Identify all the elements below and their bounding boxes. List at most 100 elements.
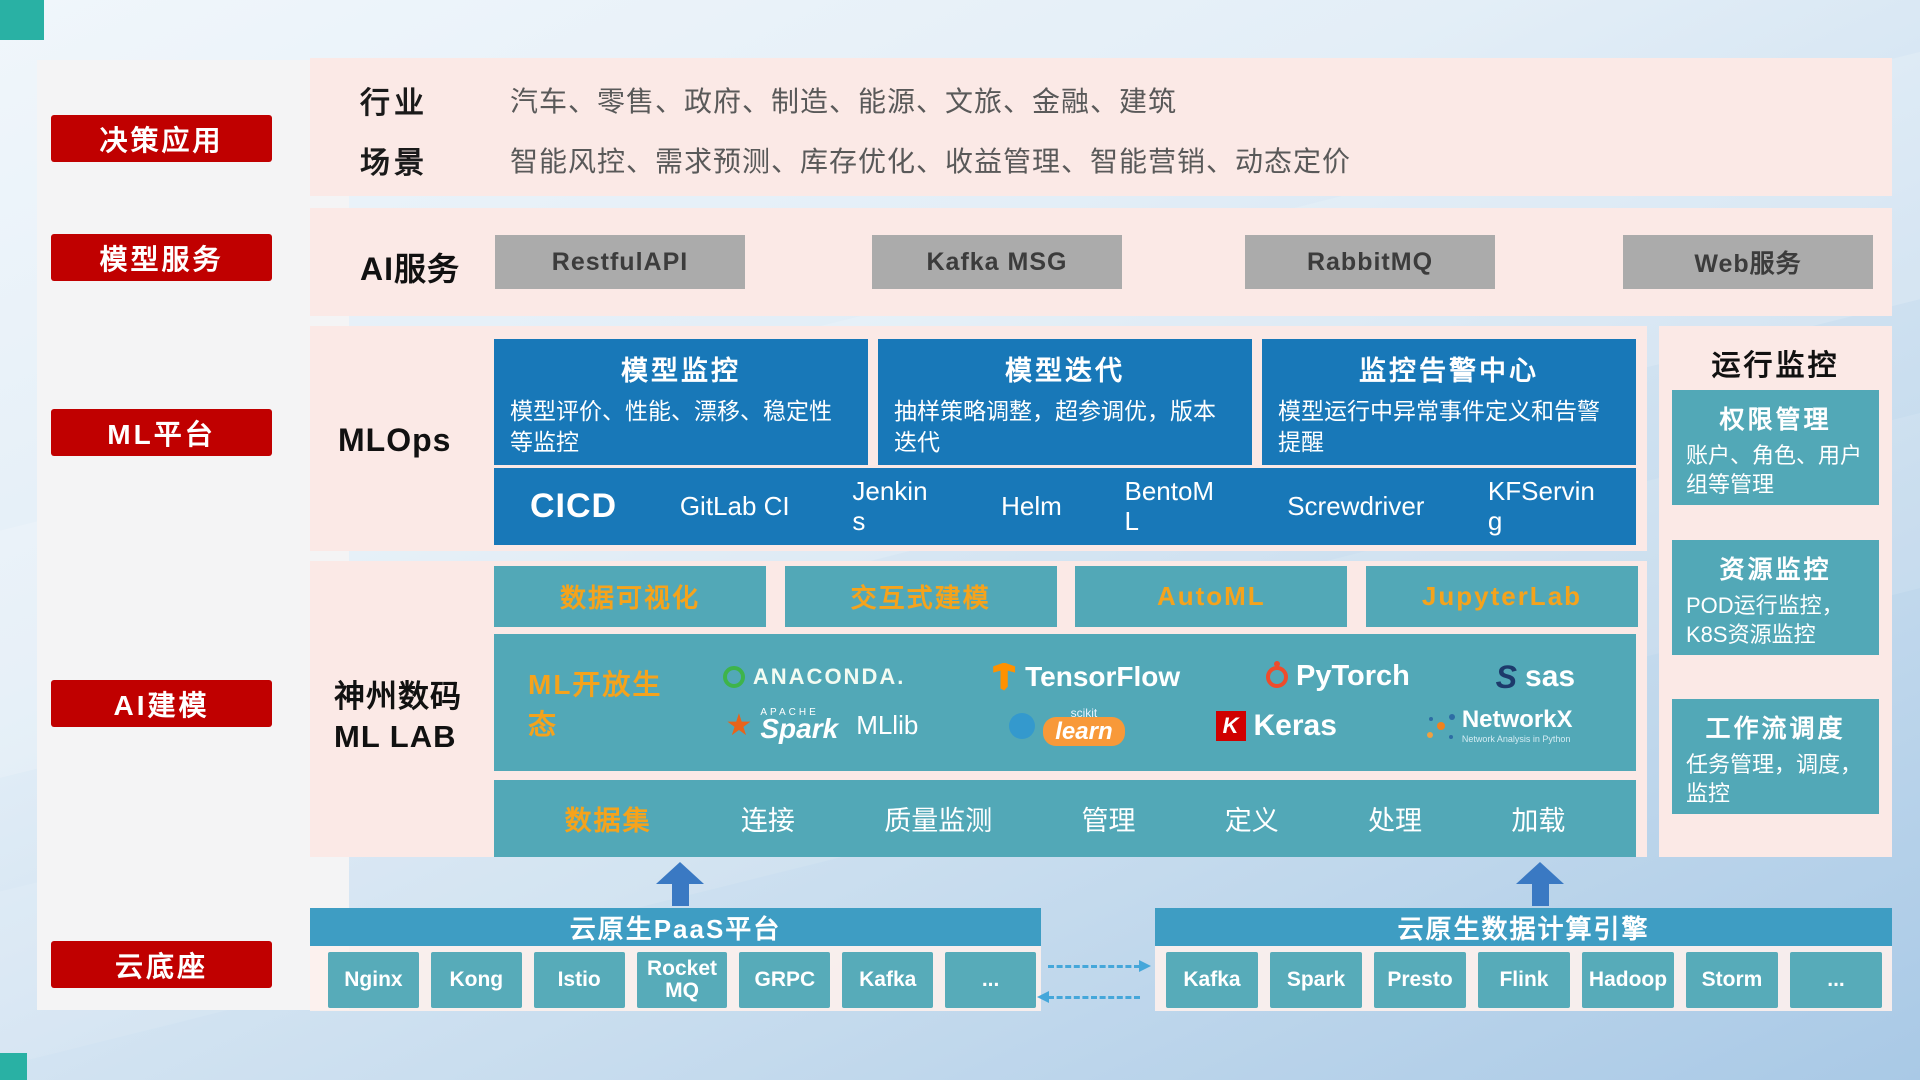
- sidebar-item-cloud-base[interactable]: 云底座: [51, 941, 272, 988]
- scenario-list: 智能风控、需求预测、库存优化、收益管理、智能营销、动态定价: [510, 146, 1352, 177]
- mlops-cards: 模型监控 模型评价、性能、漂移、稳定性等监控 模型迭代 抽样策略调整，超参调优，…: [494, 339, 1636, 465]
- ecosystem-label: ML开放生态: [528, 668, 663, 740]
- engine-chip-row: Kafka Spark Presto Flink Hadoop Storm ..…: [1166, 952, 1882, 1008]
- service-button-restfulapi[interactable]: RestfulAPI: [495, 235, 745, 289]
- model-iteration-card: 模型迭代 抽样策略调整，超参调优，版本迭代: [878, 339, 1252, 465]
- permission-management-card: 权限管理 账户、角色、用户组等管理: [1672, 390, 1879, 505]
- chip-kong[interactable]: Kong: [430, 952, 522, 1008]
- sidebar-item-ml-platform[interactable]: ML平台: [51, 409, 272, 456]
- dataset-step-process: 处理: [1368, 806, 1423, 836]
- ml-lab-label-line1: 神州数码: [334, 679, 462, 714]
- cicd-tool-helm: Helm: [1001, 490, 1062, 521]
- spark-icon: ★: [725, 708, 753, 742]
- sidebar-item-decision-apps[interactable]: 决策应用: [51, 115, 272, 162]
- industry-row: 行业 汽车、零售、政府、制造、能源、文旅、金融、建筑: [360, 80, 1862, 120]
- sas-wordmark: sas: [1525, 659, 1576, 693]
- dataset-step-load: 加载: [1511, 806, 1566, 836]
- dataset-label: 数据集: [564, 806, 652, 836]
- chip-presto[interactable]: Presto: [1374, 952, 1466, 1008]
- tool-button-automl[interactable]: AutoML: [1075, 566, 1348, 627]
- keras-wordmark: Keras: [1253, 708, 1337, 742]
- ecosystem-logo-row-2: ★ APACHE Spark MLlib scikit learn: [680, 706, 1618, 746]
- dataset-step-quality: 质量监测: [884, 806, 993, 836]
- service-button-web[interactable]: Web服务: [1623, 235, 1873, 289]
- card-desc: 模型评价、性能、漂移、稳定性等监控: [510, 398, 832, 456]
- keras-logo: K Keras: [1215, 708, 1337, 743]
- card-desc: POD运行监控，K8S资源监控: [1686, 593, 1844, 647]
- tool-button-jupyterlab[interactable]: JupyterLab: [1365, 566, 1638, 627]
- chip-spark[interactable]: Spark: [1270, 952, 1362, 1008]
- tool-button-data-visualization[interactable]: 数据可视化: [494, 566, 766, 627]
- scenario-label: 场景: [360, 147, 428, 180]
- mlops-label: MLOps: [338, 422, 452, 458]
- dataset-step-manage: 管理: [1081, 806, 1136, 836]
- chip-istio[interactable]: Istio: [533, 952, 625, 1008]
- ai-service-panel: AI服务 RestfulAPI Kafka MSG RabbitMQ Web服务: [310, 208, 1892, 316]
- spark-mllib-logo: ★ APACHE Spark MLlib: [725, 707, 918, 745]
- alert-center-card: 监控告警中心 模型运行中异常事件定义和告警提醒: [1262, 339, 1636, 465]
- chip-kafka[interactable]: Kafka: [1166, 952, 1258, 1008]
- card-title: 工作流调度: [1705, 715, 1846, 743]
- scikit-learn-logo: scikit learn: [1009, 706, 1125, 746]
- paas-platform-header: 云原生PaaS平台: [310, 908, 1041, 946]
- networkx-icon: [1428, 713, 1454, 739]
- service-button-rabbitmq[interactable]: RabbitMQ: [1245, 235, 1495, 289]
- pytorch-logo: PyTorch: [1265, 660, 1410, 693]
- chip-more[interactable]: ...: [1790, 952, 1882, 1008]
- model-monitoring-card: 模型监控 模型评价、性能、漂移、稳定性等监控: [494, 339, 868, 465]
- chip-storm[interactable]: Storm: [1686, 952, 1778, 1008]
- apache-label: APACHE: [760, 706, 819, 718]
- cicd-bar: CICD GitLab CI Jenkins Helm BentoML Scre…: [494, 468, 1636, 545]
- runtime-monitoring-panel: 运行监控 权限管理 账户、角色、用户组等管理 资源监控 POD运行监控，K8S资…: [1659, 326, 1892, 857]
- cicd-tool-jenkins: Jenkins: [852, 475, 928, 536]
- ecosystem-logo-row-1: ANACONDA. TensorFlow PyTorch S sas: [680, 660, 1618, 694]
- tool-button-interactive-modeling[interactable]: 交互式建模: [784, 566, 1057, 627]
- scikit-learn-icon: [1009, 712, 1036, 739]
- scenario-row: 场景 智能风控、需求预测、库存优化、收益管理、智能营销、动态定价: [360, 140, 1862, 180]
- resource-monitoring-card: 资源监控 POD运行监控，K8S资源监控: [1672, 540, 1879, 655]
- dataset-bar: 数据集 连接 质量监测 管理 定义 处理 加载: [494, 780, 1636, 857]
- chip-hadoop[interactable]: Hadoop: [1582, 952, 1674, 1008]
- sidebar-item-ai-modeling[interactable]: AI建模: [51, 680, 272, 727]
- service-button-kafka-msg[interactable]: Kafka MSG: [872, 235, 1122, 289]
- sidebar-item-model-service[interactable]: 模型服务: [51, 234, 272, 281]
- chip-grpc[interactable]: GRPC: [739, 952, 831, 1008]
- ml-lab-label: 神州数码 ML LAB: [334, 677, 462, 758]
- chip-nginx[interactable]: Nginx: [328, 952, 419, 1008]
- cicd-title: CICD: [530, 487, 618, 525]
- anaconda-wordmark: ANACONDA.: [752, 663, 906, 689]
- card-title: 模型监控: [621, 356, 741, 386]
- up-arrow-engine: [1516, 862, 1564, 906]
- dashed-arrow-left: [1037, 991, 1140, 1003]
- mllib-label: MLlib: [856, 710, 919, 740]
- chip-more[interactable]: ...: [945, 952, 1037, 1008]
- corner-accent-bottom-left: [0, 1053, 27, 1080]
- ml-lab-tools: 数据可视化 交互式建模 AutoML JupyterLab: [494, 566, 1638, 627]
- keras-icon: K: [1215, 710, 1246, 741]
- sas-icon: S: [1495, 658, 1518, 695]
- spark-wordmark: APACHE Spark: [760, 706, 839, 744]
- workflow-scheduling-card: 工作流调度 任务管理，调度，监控: [1672, 699, 1879, 814]
- pytorch-wordmark: PyTorch: [1295, 660, 1410, 692]
- tensorflow-wordmark: TensorFlow: [1025, 660, 1181, 692]
- card-title: 监控告警中心: [1359, 356, 1539, 386]
- card-desc: 任务管理，调度，监控: [1686, 752, 1863, 806]
- cicd-tool-kfserving: KFServing: [1487, 475, 1595, 536]
- ml-lab-label-line2: ML LAB: [334, 719, 457, 755]
- industry-list: 汽车、零售、政府、制造、能源、文旅、金融、建筑: [510, 86, 1178, 117]
- chip-flink[interactable]: Flink: [1478, 952, 1570, 1008]
- tensorflow-logo: TensorFlow: [991, 661, 1180, 693]
- corner-accent-top-left: [0, 0, 44, 40]
- runtime-monitoring-title: 运行监控: [1711, 350, 1840, 382]
- scikit-learn-wordmark: scikit learn: [1043, 706, 1125, 746]
- dashed-arrow-right: [1048, 960, 1151, 972]
- industry-scenario-panel: 行业 汽车、零售、政府、制造、能源、文旅、金融、建筑 场景 智能风控、需求预测、…: [310, 58, 1892, 196]
- card-title: 权限管理: [1719, 406, 1832, 434]
- left-sidebar: 决策应用 模型服务 ML平台 AI建模 云底座: [37, 60, 349, 1010]
- chip-kafka[interactable]: Kafka: [842, 952, 934, 1008]
- card-title: 资源监控: [1719, 556, 1832, 584]
- sas-logo: S sas: [1496, 660, 1575, 694]
- cicd-tool-bentoml: BentoML: [1124, 475, 1215, 536]
- chip-rocketmq[interactable]: RocketMQ: [636, 952, 728, 1008]
